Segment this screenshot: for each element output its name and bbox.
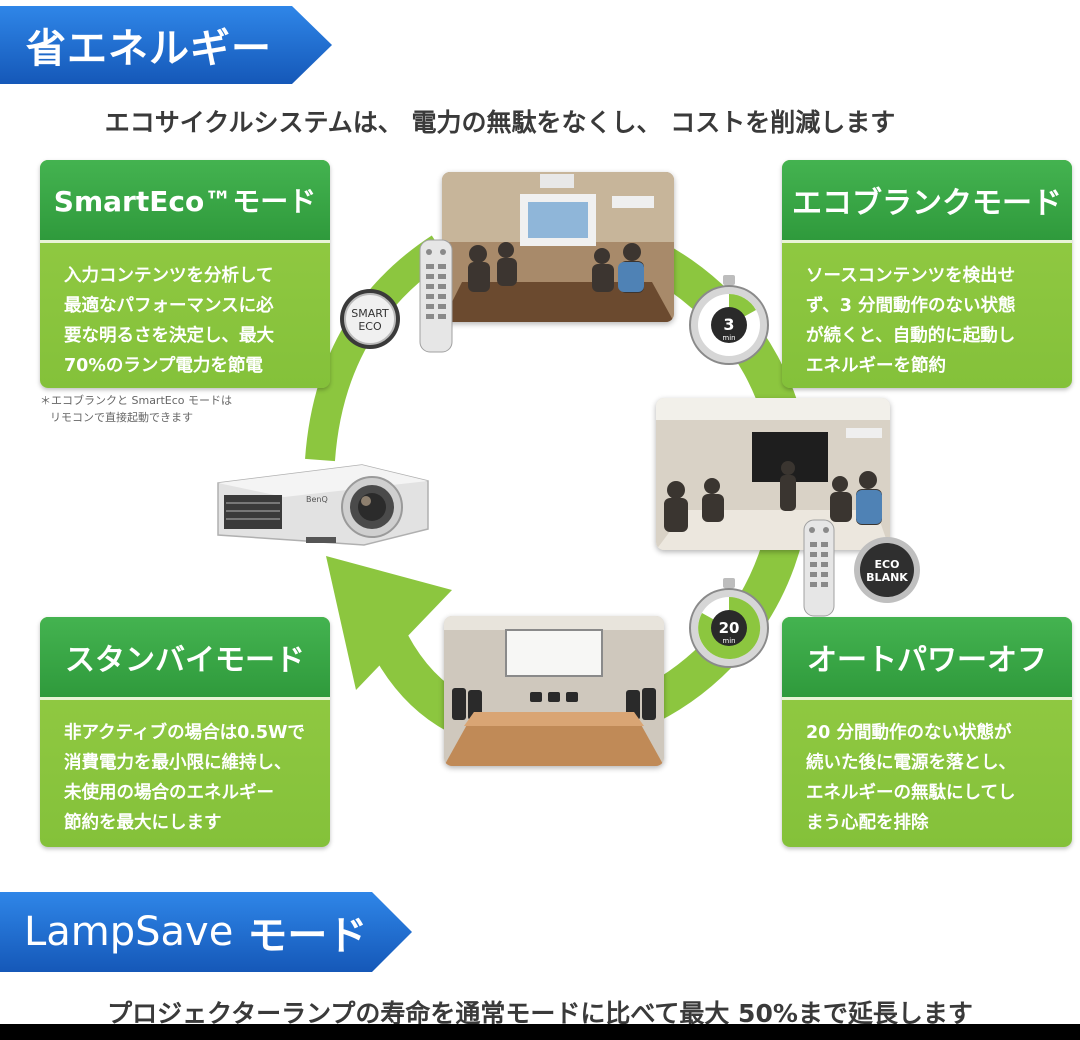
projector-image: BenQ [214,455,432,555]
cycle-arrow-head [326,556,452,690]
card-line: エネルギーの無駄にしてし [806,783,1016,803]
badge-smart-text: SMART [351,307,389,320]
banner-title-en: LampSave [24,909,234,955]
remote-note: ＊エコブランクと SmartEco モードは リモコンで直接起動できます [40,392,300,426]
card-title: SmartEco™モード [40,160,330,243]
card-title: オートパワーオフ [782,617,1072,700]
timer-20-unit: min [722,637,735,645]
section-banner-lampsave: LampSave モード [0,892,412,972]
card-line: ず、3 分間動作のない状態 [806,296,1016,316]
note-line: ＊エコブランクと SmartEco モードは [40,394,232,407]
card-line: 節約を最大にします [64,813,222,833]
card-line: 要な明るさを決定し、最大 [64,326,274,346]
badge-eco-label: ECO [875,558,900,571]
empty-meeting-room-photo [444,616,664,766]
timer-3-value: 3 [723,315,734,334]
card-line: 消費電力を最小限に維持し、 [64,753,292,773]
banner-title-jp: モード [247,913,368,959]
projector-brand-label: BenQ [306,495,328,504]
card-line: 非アクティブの場合は0.5Wで [64,723,305,743]
eco-blank-button-badge: ECO BLANK [852,535,922,609]
card-eco-blank-mode: エコブランクモード ソースコンテンツを検出せ ず、3 分間動作のない状態 が続く… [782,160,1072,388]
section-banner-energy-saving: 省エネルギー [0,6,332,84]
card-line: まう心配を排除 [806,813,929,833]
lampsave-description: プロジェクターランプの寿命を通常モードに比べて最大 50%まで延長します [107,999,973,1028]
card-standby-mode: スタンバイモード 非アクティブの場合は0.5Wで 消費電力を最小限に維持し、 未… [40,617,330,847]
bottom-black-bar [0,1024,1080,1040]
banner-title: 省エネルギー [26,26,272,72]
smart-eco-button-badge: SMART ECO [338,287,402,355]
note-line: リモコンで直接起動できます [50,411,193,424]
card-auto-power-off: オートパワーオフ 20 分間動作のない状態が 続いた後に電源を落とし、 エネルギ… [782,617,1072,847]
card-line: ソースコンテンツを検出せ [806,266,1016,286]
card-line: が続くと、自動的に起動し [806,326,1016,346]
card-title: エコブランクモード [782,160,1072,243]
card-description: 入力コンテンツを分析して 最適なパフォーマンスに必 要な明るさを決定し、最大 7… [40,243,330,381]
card-description: 20 分間動作のない状態が 続いた後に電源を落とし、 エネルギーの無駄にしてし … [782,700,1072,838]
card-line: 未使用の場合のエネルギー [64,783,274,803]
remote-control-smart-eco [418,238,454,358]
meeting-blank-screen-photo [656,398,890,550]
card-line: 続いた後に電源を落とし、 [806,753,1016,773]
card-line: 最適なパフォーマンスに必 [64,296,274,316]
intro-text: エコサイクルシステムは、 電力の無駄をなくし、 コストを削減します [104,108,896,137]
badge-blank-label: BLANK [866,571,908,584]
card-line: エネルギーを節約 [806,356,946,376]
meeting-projection-photo [442,172,674,322]
card-line: 70%のランプ電力を節電 [64,356,263,376]
timer-3-min-icon: 3 min [688,275,770,369]
card-title: スタンバイモード [40,617,330,700]
remote-control-eco-blank [802,518,836,622]
card-line: 入力コンテンツを分析して [64,266,274,286]
timer-20-value: 20 [719,619,740,637]
timer-3-unit: min [722,334,735,342]
card-smarteco-mode: SmartEco™モード 入力コンテンツを分析して 最適なパフォーマンスに必 要… [40,160,330,388]
card-line: 20 分間動作のない状態が [806,723,1012,743]
badge-eco-text: ECO [358,320,382,333]
card-description: 非アクティブの場合は0.5Wで 消費電力を最小限に維持し、 未使用の場合のエネル… [40,700,330,838]
timer-20-min-icon: 20 min [688,578,770,672]
card-description: ソースコンテンツを検出せ ず、3 分間動作のない状態 が続くと、自動的に起動し … [782,243,1072,381]
